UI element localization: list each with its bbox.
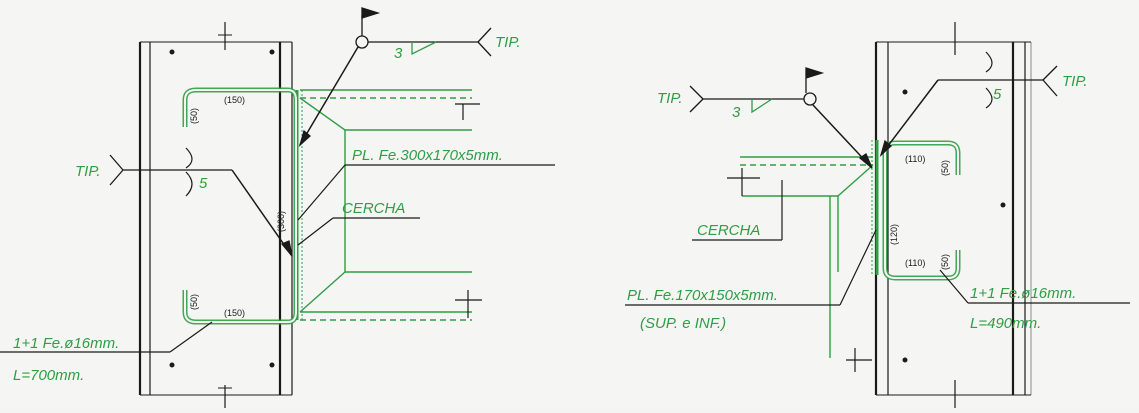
left-weld-side-note: TIP. (75, 163, 101, 180)
left-weld-symbol-top (298, 7, 492, 147)
right-dim-top-hook: (110) (905, 154, 925, 164)
right-dim-vertical: (120) (889, 224, 899, 245)
left-truss-label: CERCHA (342, 200, 405, 217)
right-weld-symbol-side (879, 51, 1058, 157)
left-truss (299, 89, 472, 321)
right-truss-label: CERCHA (697, 222, 760, 239)
right-weld-symbol-top (689, 67, 873, 169)
left-weld-side-size: 5 (199, 175, 208, 192)
right-dim-top-leg: (50) (940, 160, 950, 176)
left-dim-bottom-leg: (50) (189, 294, 199, 310)
right-plate (871, 140, 879, 275)
left-dim-bottom-hook: (150) (224, 308, 245, 318)
right-weld-side-note: TIP. (1062, 73, 1088, 90)
left-weld-top-size: 3 (394, 45, 403, 62)
left-weld-top-note: TIP. (495, 34, 521, 51)
right-truss (740, 156, 874, 358)
right-rebar-label-2: L=490mm. (970, 315, 1041, 332)
left-dim-vertical: (300) (276, 211, 286, 232)
left-rebar-label-1: 1+1 Fe.ø16mm. (13, 335, 119, 352)
left-plate-label: PL. Fe.300x170x5mm. (352, 147, 503, 164)
right-dim-bottom-leg: (50) (940, 254, 950, 270)
left-dim-top-hook: (150) (224, 95, 245, 105)
right-dim-bottom-hook: (110) (905, 258, 925, 268)
right-rebar-label-1: 1+1 Fe.ø16mm. (970, 285, 1076, 302)
left-rebar-label-2: L=700mm. (13, 367, 84, 384)
left-weld-symbol-side (109, 147, 293, 257)
right-weld-side-size: 5 (993, 86, 1002, 103)
right-weld-top-note: TIP. (657, 90, 683, 107)
left-column (138, 22, 293, 408)
left-detail: TIP. 3 TIP. 5 PL. Fe.300x170x5mm. CERCHA (0, 7, 555, 408)
right-weld-top-size: 3 (732, 104, 741, 121)
right-plate-label-2: (SUP. e INF.) (640, 315, 726, 332)
right-detail: TIP. 3 TIP. 5 PL. Fe.170x150x5mm. (SUP. … (625, 22, 1130, 408)
left-dim-top-leg: (50) (189, 108, 199, 124)
right-plate-label-1: PL. Fe.170x150x5mm. (627, 287, 778, 304)
